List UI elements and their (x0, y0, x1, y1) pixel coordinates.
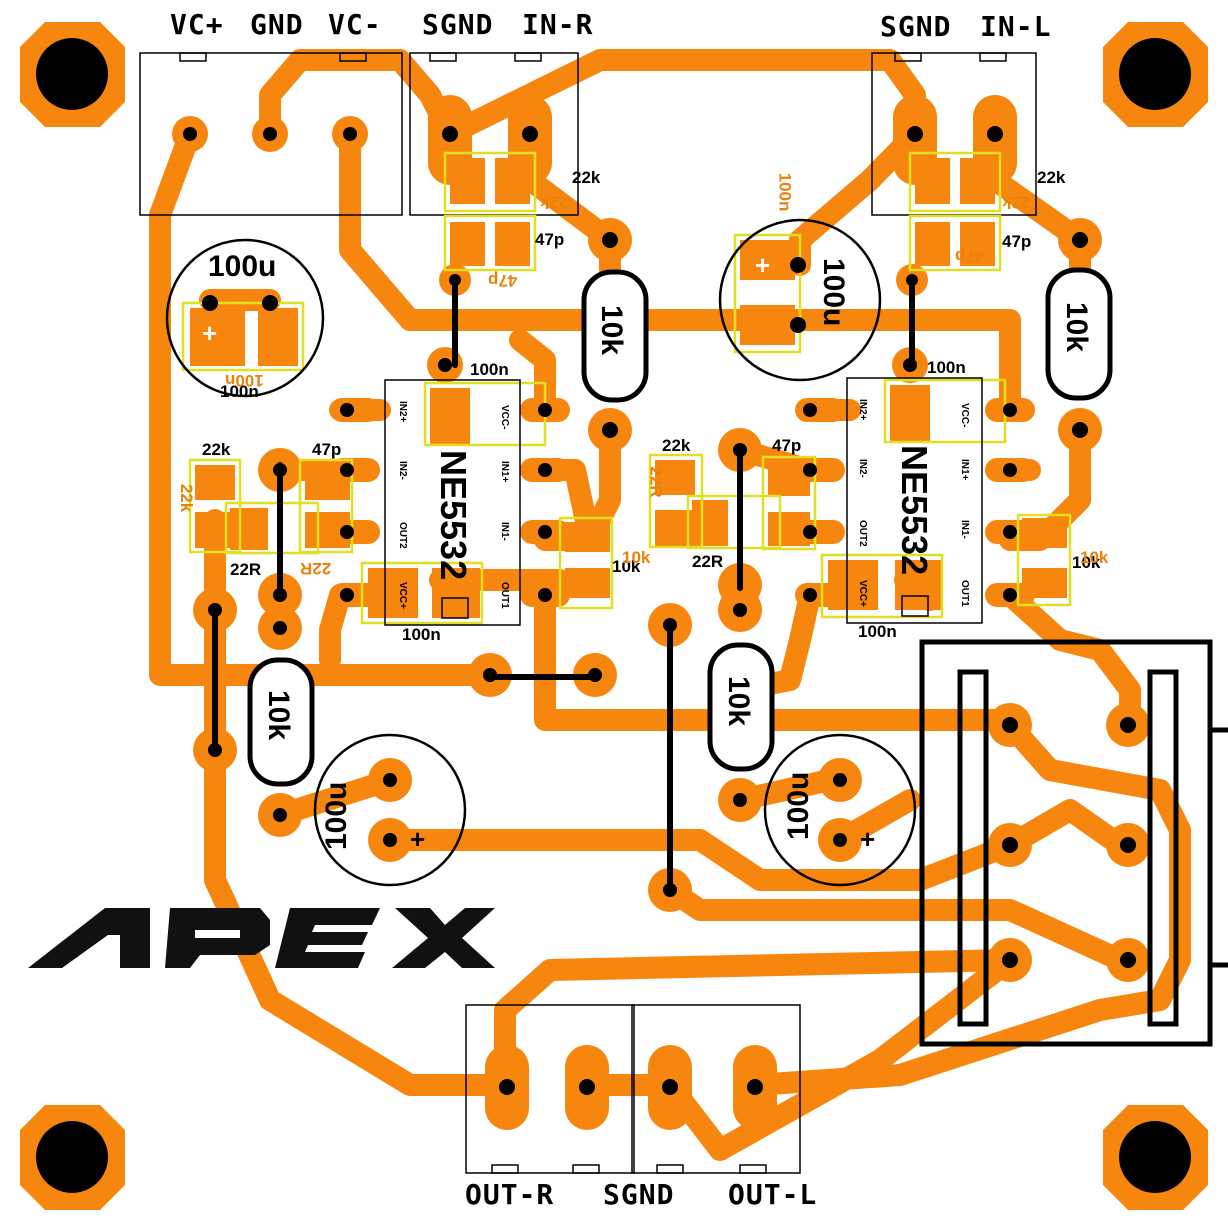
ic1-pin-out1: OUT1 (499, 582, 510, 609)
mirror-100n-c: 100n (775, 172, 795, 212)
value-100n-power: 100n (220, 382, 259, 401)
polarity-plus-coupling: + (755, 250, 771, 280)
mounting-holes (20, 22, 1208, 1210)
label-out-r: OUT-R (465, 1178, 555, 1211)
polarity-plus-power: + (202, 318, 218, 348)
mirror-10k-r: 10k (622, 548, 651, 567)
mirror-22k-r1: 22k (540, 193, 569, 212)
cap-100u-power-label: 100u (208, 250, 277, 283)
electrolytic-caps (165, 218, 917, 887)
value-47p-l2: 47p (772, 436, 802, 455)
label-vc-plus: VC+ (170, 8, 224, 41)
polarity-plus-out-r: + (410, 824, 426, 854)
mirror-47p-r1: 47p (488, 271, 518, 290)
label-sgnd-left-input: SGND (880, 10, 952, 43)
value-100n-ic1-top: 100n (470, 360, 509, 379)
ic2-pin-vccp: VCC+ (857, 580, 868, 607)
label-gnd: GND (250, 8, 304, 41)
res-10k-l-label: 10k (1060, 302, 1093, 353)
mirror-22r-r: 22R (300, 559, 332, 578)
label-vc-minus: VC- (328, 8, 382, 41)
ic1-pin-in1p: IN1+ (499, 461, 510, 483)
ic1-pin-in2m: IN2- (397, 461, 408, 480)
value-22k-r1: 22k (572, 168, 601, 187)
value-100n-ic2-top: 100n (927, 358, 966, 377)
mirror-22k-r2: 22k (177, 483, 197, 513)
value-22r-l: 22R (692, 552, 724, 571)
value-47p-r2: 47p (312, 440, 342, 459)
mirror-100n-power: 100n (225, 371, 264, 390)
value-22k-l2: 22k (662, 436, 691, 455)
jumpers (212, 277, 915, 893)
ic2-pin-vccm: VCC- (959, 403, 970, 428)
drill-holes (183, 126, 1136, 1095)
smd-pads (190, 158, 1067, 618)
ic1-pin-in1m: IN1- (499, 522, 510, 541)
value-22r-r: 22R (230, 560, 262, 579)
value-47p-r1: 47p (535, 230, 565, 249)
label-in-r: IN-R (522, 8, 594, 41)
value-22k-l1: 22k (1037, 168, 1066, 187)
label-in-l: IN-L (980, 10, 1052, 43)
ic1-pin-out2: OUT2 (397, 522, 408, 549)
value-10k-smd-l: 10k (1072, 553, 1101, 572)
value-10k-smd-r: 10k (612, 557, 641, 576)
ic1-part-label: NE5532 (433, 450, 474, 581)
ic1-pin-vccp: VCC+ (397, 582, 408, 609)
cap-100u-coupling-label: 100u (817, 258, 850, 327)
mirror-47p-l1: 47p (955, 247, 985, 266)
ic2-pin-in1p: IN1+ (959, 459, 970, 481)
ic2-pin-out1: OUT1 (959, 580, 970, 607)
cap-100u-out-l-label: 100u (782, 771, 815, 840)
label-out-l: OUT-L (728, 1178, 818, 1211)
res-10k-out-l-label: 10k (722, 676, 755, 727)
ic2-pin-out2: OUT2 (857, 520, 868, 547)
mirror-22k-l1: 22k (1002, 193, 1031, 212)
mirror-22r-l: 22R (646, 466, 666, 498)
label-sgnd-right-input: SGND (422, 8, 494, 41)
smd-outlines (181, 151, 1072, 625)
apex-logo (28, 908, 495, 968)
ic1-pin-vccm: VCC- (499, 405, 510, 430)
label-sgnd-output: SGND (603, 1178, 675, 1211)
res-10k-r-label: 10k (595, 305, 628, 356)
ic-outlines (384, 377, 983, 626)
mirror-10k-l: 10k (1080, 548, 1109, 567)
polarity-plus-out-l: + (860, 824, 876, 854)
ic2-pin-in2p: IN2+ (857, 399, 868, 421)
cap-100u-out-r-label: 100u (320, 781, 353, 850)
ic1-pin-in2p: IN2+ (397, 401, 408, 423)
ic2-pin-in2m: IN2- (857, 459, 868, 478)
pot-outline (919, 639, 1228, 1047)
res-10k-out-r-label: 10k (262, 690, 295, 741)
resistor-bodies (247, 267, 1113, 787)
value-100n-ic1-bottom: 100n (402, 625, 441, 644)
value-100n-ic2-bottom: 100n (858, 622, 897, 641)
value-22k-r2: 22k (202, 440, 231, 459)
value-47p-l1: 47p (1002, 232, 1032, 251)
ic2-part-label: NE5532 (894, 445, 935, 576)
ic2-pin-in1m: IN1- (959, 520, 970, 539)
